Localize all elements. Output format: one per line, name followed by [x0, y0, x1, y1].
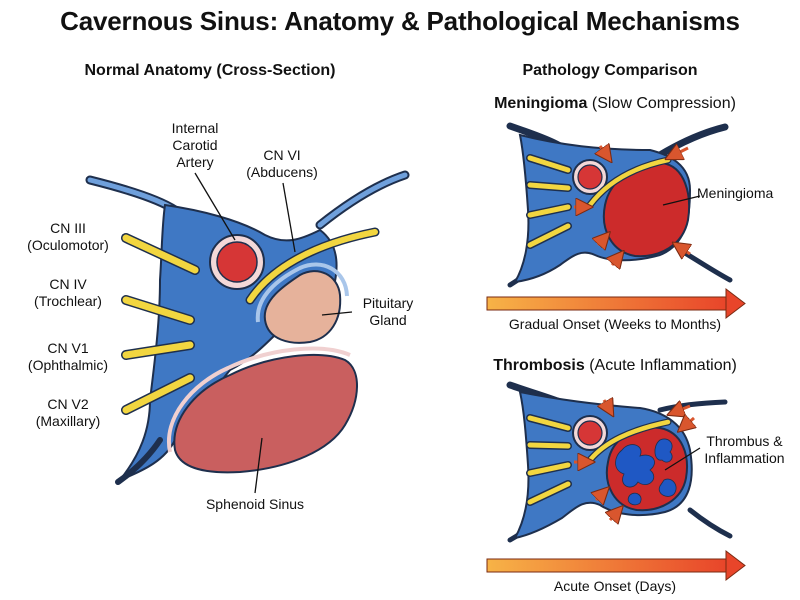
thrombosis-heading: Thrombosis (Acute Inflammation) [493, 357, 737, 374]
pituitary-leader [321, 311, 353, 316]
lateral-wall-nerves [121, 233, 200, 415]
thrombosis-leader [664, 447, 701, 471]
thrombosis-figure [486, 381, 746, 582]
thrombosis-arrow-1 [604, 400, 612, 414]
meningioma-arrow-5 [612, 253, 622, 265]
pituitary-gland [263, 270, 342, 344]
ica-label: Internal Carotid Artery [171, 120, 219, 170]
meningioma-dura-lower-right [677, 247, 733, 283]
gradual-onset-label: Gradual Onset (Weeks to Months) [508, 316, 722, 332]
meningioma-cn6-fill [587, 157, 671, 208]
thrombosis-nerves [526, 414, 572, 506]
cn6-leader [282, 182, 296, 253]
sphenoid-leader [254, 437, 263, 494]
thrombosis-carotid-lumen [577, 420, 603, 446]
cn5v2-label: CN V2 (Maxillary) [35, 396, 101, 429]
cn6-label: CN VI (Abducens) [246, 147, 318, 180]
thrombosis-dura-right [657, 399, 728, 413]
sphenoid-sinus-rim [166, 346, 351, 453]
acute-onset-arrow [486, 549, 746, 582]
internal-carotid-lumen [216, 241, 258, 283]
gradual-onset-arrow [486, 287, 746, 320]
cn5v1-nerve [121, 340, 195, 360]
dura-wall-lower [115, 437, 163, 485]
cn5v1-label: CN V1 (Ophthalmic) [27, 340, 109, 373]
thrombosis-arrow-6 [680, 418, 694, 430]
meningioma-heading: Meningioma (Slow Compression) [494, 95, 736, 112]
sphenoid-sinus [173, 354, 358, 474]
normal-anatomy-figure [85, 170, 410, 494]
normal-leader-lines [194, 172, 353, 494]
meningioma-figure [486, 122, 746, 320]
acute-onset-label: Acute Onset (Days) [553, 578, 677, 594]
thrombosis-arrow-4 [596, 489, 607, 500]
meningioma-compression-arrows [574, 146, 690, 265]
cn5v2-nerve [121, 373, 195, 415]
thrombus-clot-pattern [615, 438, 677, 506]
meningioma-arrow-6 [675, 244, 690, 254]
cn4-label: CN IV (Trochlear) [34, 276, 102, 309]
meningioma-nerves [526, 154, 572, 249]
pathology-heading: Pathology Comparison [522, 62, 698, 79]
pituitary-label: Pituitary Gland [362, 295, 414, 328]
cn4-nerve [121, 295, 195, 325]
sphenoid-label: Sphenoid Sinus [205, 496, 305, 512]
meningioma-arrow-1 [600, 146, 610, 160]
dura-wall-right-inner [317, 172, 408, 228]
thrombus-label: Thrombus & Inflammation [704, 433, 785, 466]
meningioma-leader [662, 195, 701, 206]
meningioma-label: Meningioma [697, 185, 774, 201]
thrombosis-inflammation-arrows [574, 400, 694, 520]
cn3-label: CN III (Oculomotor) [27, 220, 109, 253]
cn6-nerve-fill [247, 229, 378, 303]
thrombosis-arrow-5 [610, 508, 621, 520]
pituitary-capsule [255, 262, 349, 323]
page-title: Cavernous Sinus: Anatomy & Pathological … [60, 6, 740, 36]
thrombosis-dura-lower-right [687, 507, 733, 539]
meningioma-arrow-2 [668, 148, 689, 158]
ica-leader [194, 172, 236, 241]
meningioma-arrow-4 [598, 234, 608, 245]
meningioma-dura-right [656, 123, 729, 159]
cn3-nerve [121, 233, 200, 275]
meningioma-carotid-lumen [577, 164, 603, 190]
thrombosis-arrow-2 [670, 406, 691, 414]
cavernous-sinus-body [116, 203, 338, 483]
normal-anatomy-heading: Normal Anatomy (Cross-Section) [84, 62, 336, 79]
